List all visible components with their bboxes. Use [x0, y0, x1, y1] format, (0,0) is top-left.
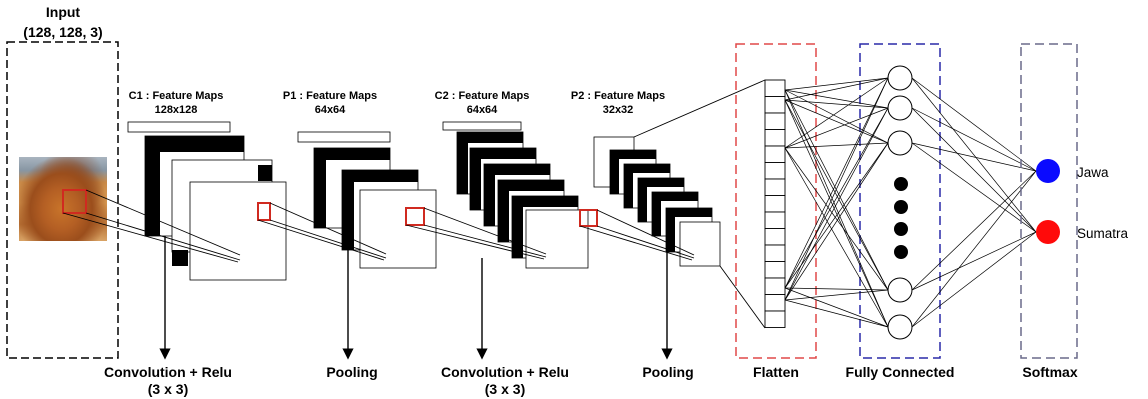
fc-neuron [887, 65, 913, 91]
flatten-cell [764, 112, 786, 130]
conv2-label: Convolution + Relu [441, 364, 569, 380]
c2-feature-maps [442, 121, 598, 269]
conv1-label: Convolution + Relu [104, 364, 232, 380]
fc-to-output-connection [911, 170, 1037, 291]
input-kernel-box [62, 189, 87, 214]
flatten-frame [735, 43, 817, 359]
p2-feature-maps [593, 136, 721, 267]
output-node-sumatra [1036, 220, 1060, 244]
fc-neuron [887, 95, 913, 121]
flatten-cell [764, 228, 786, 246]
fc-to-output-connection [911, 142, 1037, 172]
flatten-to-fc-connection [784, 99, 889, 144]
flatten-cell [764, 145, 786, 163]
conv2-kernel: (3 x 3) [485, 381, 525, 397]
flatten-cell [764, 277, 786, 295]
fc-to-output-connection [911, 231, 1037, 328]
flatten-cell [764, 310, 786, 328]
c1-feature-maps [127, 121, 287, 281]
flatten-cell [764, 96, 786, 114]
flatten-cell [764, 294, 786, 312]
flatten-to-fc-connection [784, 142, 889, 301]
fully-connected-label: Fully Connected [846, 364, 955, 380]
pool2-label: Pooling [642, 364, 693, 380]
flatten-to-fc-connection [784, 89, 889, 291]
operation-arrows [159, 236, 673, 360]
flatten-to-fc-connection [784, 287, 889, 328]
input-frame [6, 41, 119, 359]
flatten-to-fc-connection [784, 77, 889, 301]
flatten-cell [764, 129, 786, 147]
p1-title: P1 : Feature Maps [283, 90, 377, 102]
flatten-to-fc-connection [784, 99, 889, 109]
pool1-label: Pooling [326, 364, 377, 380]
fc-neuron [887, 314, 913, 340]
output-node-jawa [1036, 159, 1060, 183]
fully-connected-frame [859, 43, 941, 359]
fc-to-output-connection [911, 77, 1037, 233]
fc-ellipsis-dots [894, 177, 908, 259]
flatten-cell [764, 162, 786, 180]
conv1-kernel: (3 x 3) [148, 381, 188, 397]
input-shape: (128, 128, 3) [23, 24, 102, 40]
fc-neuron [887, 277, 913, 303]
flatten-to-fc-connection [784, 99, 889, 328]
flatten-to-fc-connection [784, 77, 889, 289]
flatten-to-fc-connection [784, 77, 889, 149]
fc-to-output-connection [911, 107, 1037, 172]
flatten-to-fc-connection [784, 299, 889, 328]
flatten-to-fc-connection [784, 289, 889, 301]
p1-feature-maps [297, 131, 437, 269]
flatten-to-fc-connection [784, 107, 889, 289]
c2-size: 64x64 [467, 104, 498, 116]
flatten-to-fc-connection [784, 89, 889, 328]
flatten-to-fc-connection [784, 287, 889, 291]
flatten-to-fc-connection [784, 77, 889, 101]
flatten-to-fc-connection [784, 147, 889, 328]
flatten-vector [764, 79, 786, 328]
flatten-cell [764, 211, 786, 229]
fc-to-output-connection [911, 170, 1037, 328]
flatten-cell [764, 244, 786, 262]
fc-to-output-connection [911, 142, 1037, 233]
output-label-sumatra: Sumatra [1077, 226, 1129, 241]
fc-neurons [887, 65, 913, 340]
fc-to-output-connection [911, 231, 1037, 291]
fc-to-output-connection [911, 107, 1037, 233]
p2-size: 32x32 [603, 104, 634, 116]
p1-size: 64x64 [315, 104, 346, 116]
flatten-label: Flatten [753, 364, 799, 380]
flatten-to-fc-connection [784, 142, 889, 289]
flatten-to-fc-connection [784, 89, 889, 109]
flatten-cell [764, 261, 786, 279]
fc-to-output-connection [911, 77, 1037, 172]
flatten-cell [764, 79, 786, 97]
network-connections [784, 77, 1037, 328]
softmax-label: Softmax [1022, 364, 1077, 380]
c2-title: C2 : Feature Maps [435, 90, 530, 102]
p2-title: P2 : Feature Maps [571, 90, 665, 102]
flatten-to-fc-connection [784, 89, 889, 144]
c1-title: C1 : Feature Maps [129, 90, 224, 102]
output-label-jawa: Jawa [1077, 165, 1109, 180]
softmax-frame [1020, 43, 1078, 359]
flatten-to-fc-connection [784, 107, 889, 301]
flatten-to-fc-connection [784, 99, 889, 291]
flatten-to-fc-connection [784, 77, 889, 91]
flatten-to-fc-connection [784, 142, 889, 149]
c1-size: 128x128 [155, 104, 198, 116]
flatten-cell [764, 195, 786, 213]
flatten-cell [764, 178, 786, 196]
fc-neuron [887, 130, 913, 156]
input-title: Input [46, 4, 81, 20]
flatten-to-fc-connection [784, 147, 889, 291]
projection-lines [62, 79, 766, 329]
